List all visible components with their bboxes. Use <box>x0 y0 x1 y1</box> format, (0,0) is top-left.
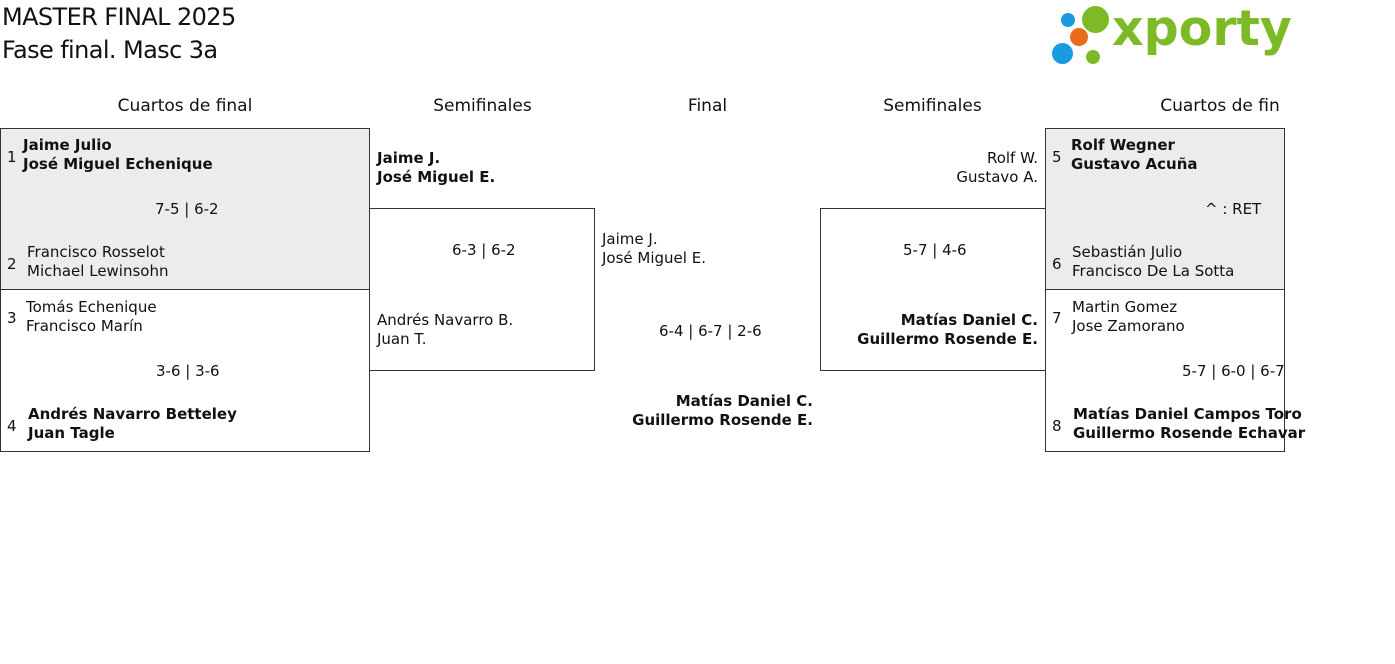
team-player: Andrés Navarro Betteley <box>28 405 237 423</box>
logo-dot-blue-large <box>1052 43 1073 64</box>
right-qf-match-2 <box>1045 289 1285 452</box>
match-score: 6-4 | 6-7 | 2-6 <box>659 322 762 340</box>
team-player: Sebastián Julio <box>1072 243 1183 261</box>
team-player: Tomás Echenique <box>26 298 157 316</box>
team-player: Jaime Julio <box>23 136 112 154</box>
team-player: Juan Tagle <box>28 424 115 442</box>
team-player: José Miguel Echenique <box>23 155 213 173</box>
team-player: Francisco De La Sotta <box>1072 262 1235 280</box>
page-title: MASTER FINAL 2025 <box>2 3 236 31</box>
logo-dot-orange <box>1070 28 1088 46</box>
team-player: Rolf Wegner <box>1071 136 1175 154</box>
match-score: 5-7 | 4-6 <box>903 241 967 259</box>
team-player: José Miguel E. <box>602 249 706 267</box>
team-player: Guillermo Rosende E. <box>857 330 1038 348</box>
seed-number: 7 <box>1052 309 1062 327</box>
logo-dot-blue-small <box>1061 13 1075 27</box>
seed-number: 1 <box>7 148 17 166</box>
team-player: Gustavo Acuña <box>1071 155 1198 173</box>
logo-dot-green-small <box>1086 50 1100 64</box>
seed-number: 2 <box>7 255 17 273</box>
logo-text: xporty <box>1112 0 1292 57</box>
match-score: ^ : RET <box>1205 200 1262 218</box>
team-player: Matías Daniel C. <box>900 311 1038 329</box>
seed-number: 5 <box>1052 148 1062 166</box>
match-score: 6-3 | 6-2 <box>452 241 516 259</box>
round-header-right-qf: Cuartos de fin <box>1160 96 1280 116</box>
team-player: Martin Gomez <box>1072 298 1178 316</box>
team-player: Matías Daniel C. <box>675 392 813 410</box>
match-score: 5-7 | 6-0 | 6-7 <box>1182 362 1285 380</box>
team-player: Jaime J. <box>377 149 441 167</box>
team-player: Matías Daniel Campos Toro <box>1073 405 1302 423</box>
round-header-right-sf: Semifinales <box>883 96 982 116</box>
round-header-left-qf: Cuartos de final <box>117 96 253 116</box>
round-header-left-sf: Semifinales <box>433 96 532 116</box>
team-player: Rolf W. <box>986 149 1038 167</box>
team-player: Guillermo Rosende E. <box>632 411 813 429</box>
team-player: Andrés Navarro B. <box>377 311 514 329</box>
xporty-logo[interactable]: xporty <box>1050 0 1292 68</box>
seed-number: 8 <box>1052 417 1062 435</box>
match-score: 3-6 | 3-6 <box>156 362 220 380</box>
seed-number: 4 <box>7 417 17 435</box>
left-qf-match-1-winner-half <box>0 128 370 290</box>
logo-dot-green-large <box>1082 6 1109 33</box>
team-player: Francisco Rosselot <box>27 243 165 261</box>
seed-number: 6 <box>1052 255 1062 273</box>
round-header-final: Final <box>687 96 728 116</box>
team-player: Juan T. <box>377 330 427 348</box>
team-player: Jose Zamorano <box>1072 317 1185 335</box>
page-subtitle: Fase final. Masc 3a <box>2 36 218 64</box>
team-player: Michael Lewinsohn <box>27 262 169 280</box>
team-player: Francisco Marín <box>26 317 143 335</box>
team-player: Gustavo A. <box>956 168 1038 186</box>
right-qf-match-1-winner-half <box>1045 128 1285 290</box>
left-sf-connector <box>369 208 595 371</box>
team-player: José Miguel E. <box>377 168 496 186</box>
team-player: Jaime J. <box>602 230 658 248</box>
match-score: 7-5 | 6-2 <box>155 200 219 218</box>
seed-number: 3 <box>7 309 17 327</box>
team-player: Guillermo Rosende Echavar <box>1073 424 1306 442</box>
